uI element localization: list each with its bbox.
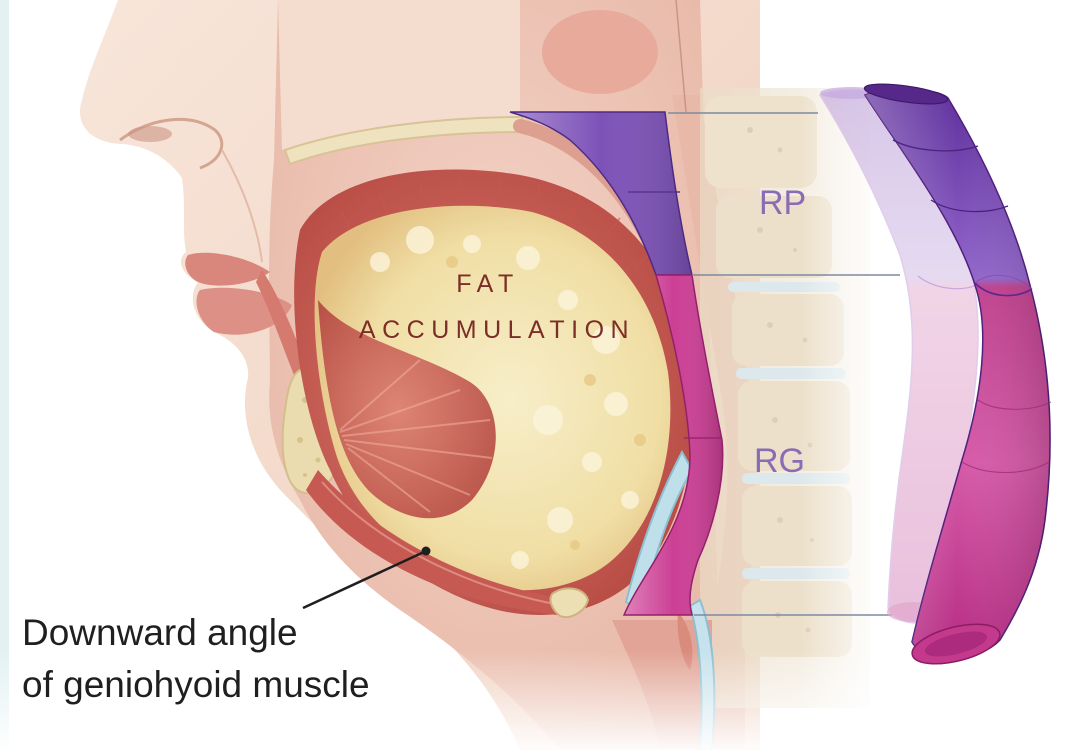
fat-globule xyxy=(463,235,481,253)
fat-globule xyxy=(558,290,578,310)
fat-globule xyxy=(621,491,639,509)
fat-globule xyxy=(533,405,563,435)
fat-globule xyxy=(582,452,602,472)
rg-label: RG xyxy=(754,442,805,480)
bone-pore xyxy=(747,127,753,133)
annotation-line1: Downward angle xyxy=(22,612,298,653)
fat-globule xyxy=(584,374,596,386)
bone-pore xyxy=(757,227,763,233)
fat-globule xyxy=(570,540,580,550)
bone-pore xyxy=(303,473,307,477)
fat-globule xyxy=(446,256,458,268)
bone-pore xyxy=(778,148,783,153)
bone-pore xyxy=(767,322,773,328)
bone-pore xyxy=(297,437,303,443)
fat-globule xyxy=(511,551,529,569)
fat-globule xyxy=(516,246,540,270)
bone-pore xyxy=(777,517,783,523)
fat-globule xyxy=(634,434,646,446)
fat-label-line1: FAT xyxy=(456,270,519,298)
fat-globule xyxy=(604,392,628,416)
nasopharynx-tissue xyxy=(542,10,658,94)
fat-label-line2: ACCUMULATION xyxy=(359,316,635,344)
left-edge-band xyxy=(0,0,9,750)
fat-globule xyxy=(547,507,573,533)
annotation-line2: of geniohyoid muscle xyxy=(22,664,370,705)
bone-pore xyxy=(316,458,321,463)
bone-pore xyxy=(793,248,797,252)
rp-label: RP xyxy=(759,184,806,222)
nostril xyxy=(128,126,172,142)
annotation-leader-dot xyxy=(422,547,431,556)
fat-globule xyxy=(370,252,390,272)
bone-pore xyxy=(772,417,778,423)
fat-globule xyxy=(406,226,434,254)
